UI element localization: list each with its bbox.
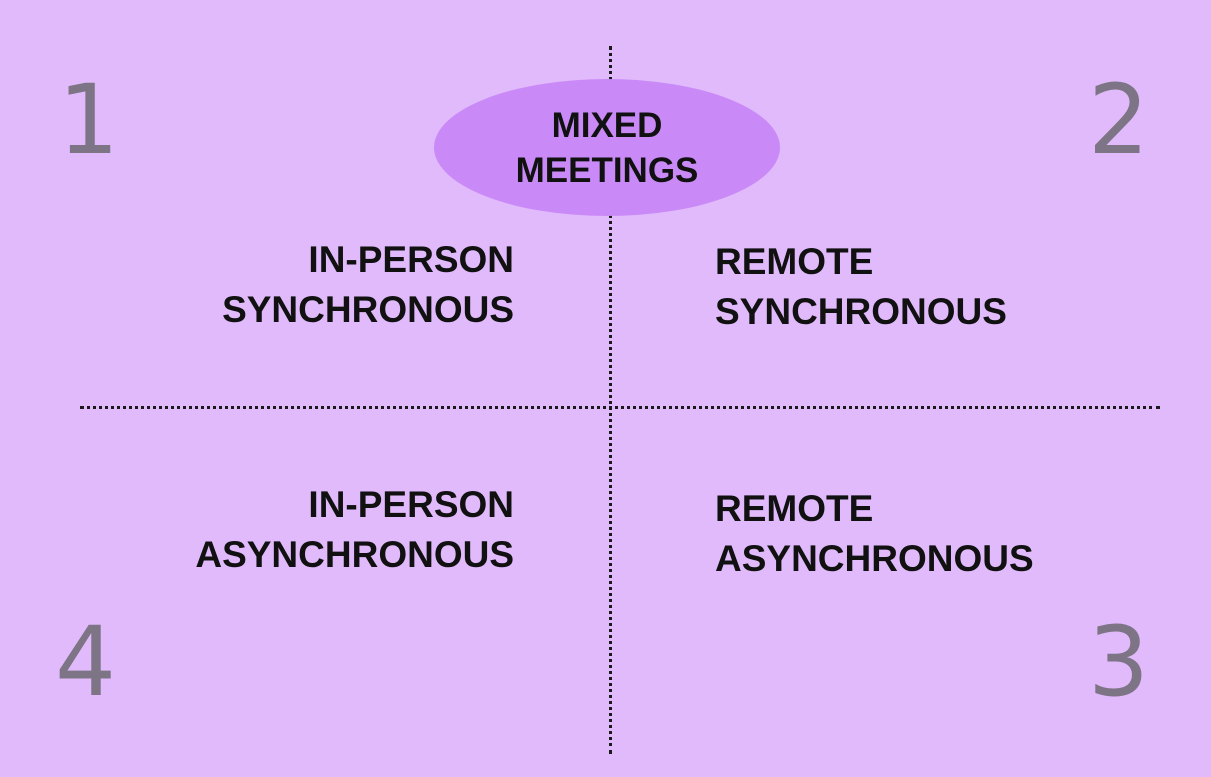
vertical-dotted-axis xyxy=(609,46,612,754)
quadrant-number-1: 1 xyxy=(58,64,120,176)
quadrant-label-remote-synchronous: REMOTE SYNCHRONOUS xyxy=(715,237,1007,337)
quadrant-label-line2: ASYNCHRONOUS xyxy=(715,538,1034,579)
quadrant-label-line1: REMOTE xyxy=(715,488,874,529)
quadrant-label-in-person-asynchronous: IN-PERSON ASYNCHRONOUS xyxy=(195,480,514,580)
quadrant-label-line2: SYNCHRONOUS xyxy=(222,289,514,330)
quadrant-label-line2: SYNCHRONOUS xyxy=(715,291,1007,332)
quadrant-label-in-person-synchronous: IN-PERSON SYNCHRONOUS xyxy=(222,235,514,335)
quadrant-label-remote-asynchronous: REMOTE ASYNCHRONOUS xyxy=(715,484,1034,584)
quadrant-label-line2: ASYNCHRONOUS xyxy=(195,534,514,575)
quadrant-number-4: 4 xyxy=(55,606,117,718)
center-title-line2: MEETINGS xyxy=(515,150,699,190)
quadrant-label-line1: REMOTE xyxy=(715,241,874,282)
quadrant-label-line1: IN-PERSON xyxy=(308,239,514,280)
horizontal-dotted-axis xyxy=(80,406,1160,409)
quadrant-number-2: 2 xyxy=(1088,64,1150,176)
quadrant-label-line1: IN-PERSON xyxy=(308,484,514,525)
center-bubble: MIXED MEETINGS xyxy=(434,79,780,216)
quadrant-number-3: 3 xyxy=(1088,606,1150,718)
center-title-line1: MIXED xyxy=(551,105,663,145)
